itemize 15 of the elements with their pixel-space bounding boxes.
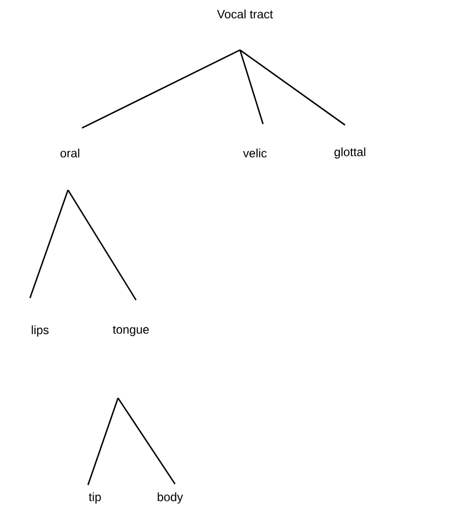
tree-branch xyxy=(29,190,69,298)
tree-label: glottal xyxy=(334,147,366,159)
tree-branch xyxy=(117,398,176,484)
tree-label: tongue xyxy=(112,326,149,336)
tree-label: oral xyxy=(60,148,80,158)
tree-label: body xyxy=(158,492,183,504)
tree-branch xyxy=(240,49,346,126)
tree-label: tip xyxy=(88,492,101,504)
tree-label: lips xyxy=(32,325,49,337)
tree-branch xyxy=(87,398,119,486)
tree-label: Vocal tract xyxy=(217,10,273,18)
tree-label: velic xyxy=(243,148,267,158)
tree-branch xyxy=(82,49,240,129)
tree-branch xyxy=(67,190,137,300)
tree-branch xyxy=(239,50,264,124)
